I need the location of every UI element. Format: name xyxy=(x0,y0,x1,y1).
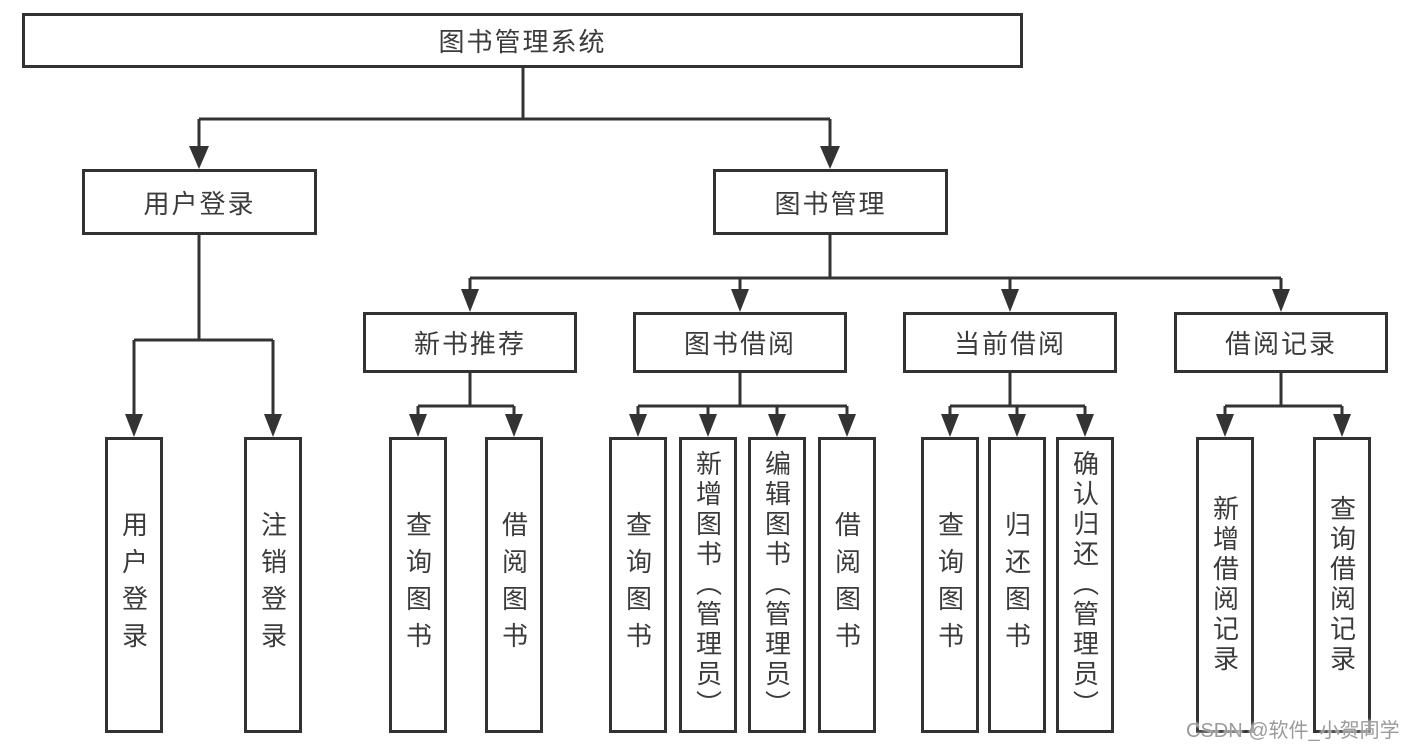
node-user-login-branch: 用户登录 xyxy=(82,169,317,235)
leaf-current-query-books: 查询图书 xyxy=(921,437,979,733)
node-root: 图书管理系统 xyxy=(22,13,1023,68)
leaf-confirm-return-admin-label: 确认归还（管理员） xyxy=(1069,450,1100,720)
leaf-borrow-books-label: 借阅图书 xyxy=(831,511,862,659)
leaf-recommend-query-books: 查询图书 xyxy=(389,437,447,733)
leaf-recommend-borrow-books: 借阅图书 xyxy=(485,437,543,733)
node-new-book-recommend: 新书推荐 xyxy=(363,312,577,373)
leaf-borrow-query-books-label: 查询图书 xyxy=(622,511,653,659)
node-borrow-records-label: 借阅记录 xyxy=(1224,329,1337,359)
leaf-borrow-books: 借阅图书 xyxy=(818,437,876,733)
node-book-management-branch-label: 图书管理 xyxy=(774,188,887,219)
leaf-add-borrow-record: 新增借阅记录 xyxy=(1196,437,1254,733)
leaf-logout-label: 注销登录 xyxy=(257,511,288,659)
leaf-return-books-label: 归还图书 xyxy=(1001,511,1032,659)
arrowheads xyxy=(125,146,1351,437)
leaf-query-borrow-record: 查询借阅记录 xyxy=(1313,437,1371,733)
node-book-management-branch: 图书管理 xyxy=(713,169,948,235)
node-user-login-branch-label: 用户登录 xyxy=(143,188,256,219)
leaf-edit-books-admin: 编辑图书（管理员） xyxy=(748,437,806,733)
leaf-add-borrow-record-label: 新增借阅记录 xyxy=(1209,495,1240,675)
node-root-label: 图书管理系统 xyxy=(438,27,607,57)
leaf-query-borrow-record-label: 查询借阅记录 xyxy=(1326,495,1357,675)
leaf-user-login-label: 用户登录 xyxy=(118,511,149,659)
node-current-borrow-label: 当前借阅 xyxy=(953,329,1066,359)
leaf-logout: 注销登录 xyxy=(244,437,302,733)
node-current-borrow: 当前借阅 xyxy=(903,312,1117,373)
leaf-confirm-return-admin: 确认归还（管理员） xyxy=(1056,437,1114,733)
leaf-current-query-books-label: 查询图书 xyxy=(934,511,965,659)
leaf-user-login: 用户登录 xyxy=(105,437,163,733)
connector-segments xyxy=(132,68,1344,415)
node-borrow-records: 借阅记录 xyxy=(1174,312,1388,373)
leaf-return-books: 归还图书 xyxy=(988,437,1046,733)
node-new-book-recommend-label: 新书推荐 xyxy=(413,329,526,359)
leaf-recommend-borrow-books-label: 借阅图书 xyxy=(498,511,529,659)
node-book-borrow: 图书借阅 xyxy=(633,312,847,373)
leaf-add-books-admin: 新增图书（管理员） xyxy=(679,437,737,733)
leaf-recommend-query-books-label: 查询图书 xyxy=(402,511,433,659)
node-book-borrow-label: 图书借阅 xyxy=(683,329,796,359)
csdn-watermark: CSDN @软件_小贺同学 xyxy=(1186,720,1400,742)
leaf-borrow-query-books: 查询图书 xyxy=(609,437,667,733)
leaf-edit-books-admin-label: 编辑图书（管理员） xyxy=(761,450,792,720)
leaf-add-books-admin-label: 新增图书（管理员） xyxy=(692,450,723,720)
